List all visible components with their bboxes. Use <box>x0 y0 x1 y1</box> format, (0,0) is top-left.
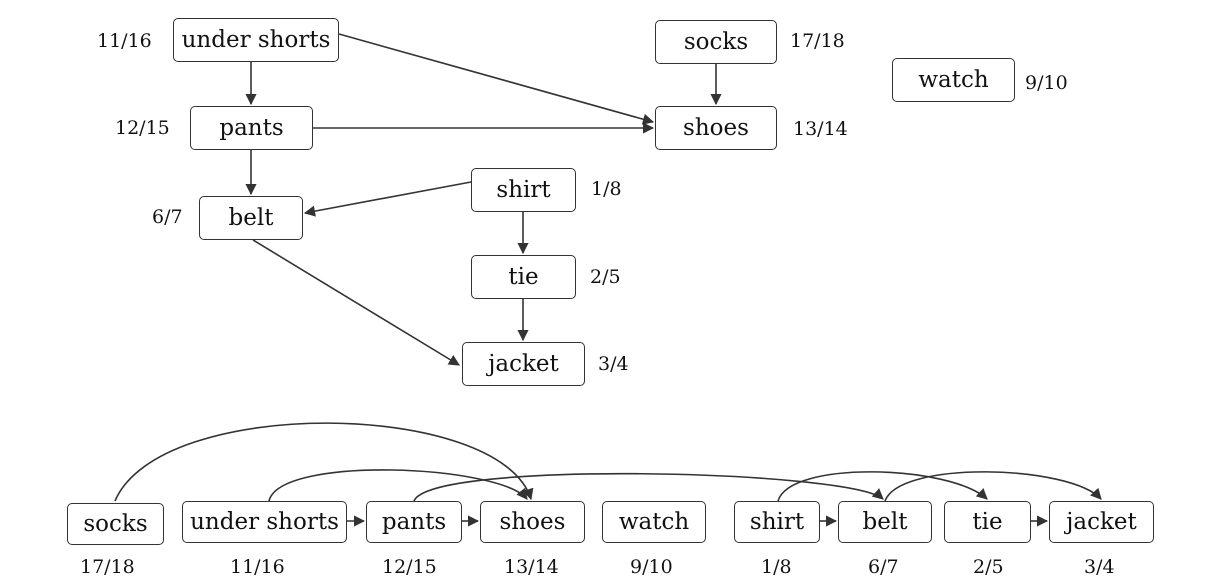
graph-node-tie: tie <box>471 255 576 299</box>
order-edge-undershorts-to-shoes <box>268 469 528 502</box>
order-node-pants: pants <box>366 501 462 543</box>
graph-time-pants: 12/15 <box>115 117 170 139</box>
order-node-jacket: jacket <box>1049 501 1154 543</box>
graph-node-shirt: shirt <box>471 168 576 212</box>
graph-node-undershorts: under shorts <box>173 18 339 62</box>
order-time-shirt: 1/8 <box>761 556 792 578</box>
order-time-watch: 9/10 <box>630 556 673 578</box>
order-node-shirt: shirt <box>734 501 820 543</box>
order-node-belt: belt <box>838 501 932 543</box>
graph-node-belt: belt <box>199 196 303 240</box>
order-edge-belt-to-jacket <box>884 471 1102 502</box>
order-time-pants: 12/15 <box>382 556 437 578</box>
graph-time-belt: 6/7 <box>152 206 183 228</box>
order-node-undershorts: under shorts <box>182 501 347 543</box>
graph-node-shoes: shoes <box>655 106 777 150</box>
order-time-belt: 6/7 <box>868 556 899 578</box>
order-time-jacket: 3/4 <box>1084 556 1115 578</box>
graph-time-tie: 2/5 <box>590 266 621 288</box>
edge-belt-to-jacket <box>252 239 460 366</box>
order-node-shoes: shoes <box>480 501 585 543</box>
order-edge-pants-to-belt <box>413 472 884 502</box>
order-time-socks: 17/18 <box>80 556 135 578</box>
order-node-socks: socks <box>67 503 164 545</box>
order-node-watch: watch <box>602 501 706 543</box>
graph-time-watch: 9/10 <box>1025 72 1068 94</box>
graph-time-undershorts: 11/16 <box>97 30 152 52</box>
graph-time-shirt: 1/8 <box>591 178 622 200</box>
graph-node-socks: socks <box>655 20 777 64</box>
graph-time-shoes: 13/14 <box>793 118 848 140</box>
order-node-tie: tie <box>944 501 1031 543</box>
order-edge-shirt-to-tie <box>777 471 988 502</box>
graph-time-jacket: 3/4 <box>598 353 629 375</box>
order-edge-socks-to-shoes <box>114 422 534 502</box>
edge-undershorts-to-shoes <box>338 33 655 125</box>
order-time-undershorts: 11/16 <box>230 556 285 578</box>
order-time-shoes: 13/14 <box>504 556 559 578</box>
graph-node-pants: pants <box>190 106 313 150</box>
edge-shirt-to-belt <box>303 181 472 217</box>
order-time-tie: 2/5 <box>973 556 1004 578</box>
graph-node-watch: watch <box>892 58 1015 102</box>
graph-node-jacket: jacket <box>462 342 585 386</box>
graph-time-socks: 17/18 <box>790 30 845 52</box>
